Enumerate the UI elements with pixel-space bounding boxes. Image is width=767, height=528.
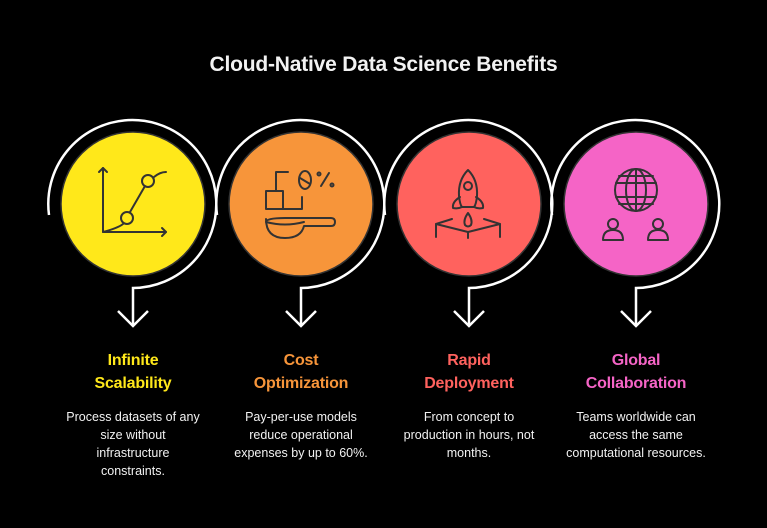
ring-arc-icon xyxy=(383,118,554,326)
step-1-title-line1: Infinite xyxy=(107,352,159,369)
step-4-description: Teams worldwide can access the same comp… xyxy=(566,410,706,460)
step-1-circle xyxy=(60,131,206,277)
diagram-title: Cloud-Native Data Science Benefits xyxy=(209,53,558,76)
ring-arc-icon xyxy=(47,118,218,326)
step-4-title-line1: Global xyxy=(611,352,661,369)
step-4-node xyxy=(550,118,721,328)
step-1-node xyxy=(47,118,218,328)
step-2-title-line2: Optimization xyxy=(253,375,349,392)
step-1-text: Infinite Scalability Process datasets of… xyxy=(53,349,213,480)
arrow-down-icon xyxy=(285,310,317,328)
globe-people-icon xyxy=(602,168,669,241)
step-2-text: Cost Optimization Pay-per-use models red… xyxy=(221,349,381,462)
step-3-title-line2: Deployment xyxy=(424,375,514,392)
step-3-description: From concept to production in hours, not… xyxy=(403,410,535,460)
step-1-title: Infinite Scalability xyxy=(53,349,213,395)
step-4-title: Global Collaboration xyxy=(556,349,716,395)
step-3-node xyxy=(383,118,554,328)
step-3-circle xyxy=(396,131,542,277)
step-2-description: Pay-per-use models reduce operational ex… xyxy=(234,410,368,460)
scalability-chart-icon xyxy=(98,167,167,237)
step-4-title-line2: Collaboration xyxy=(585,375,687,392)
arrow-down-icon xyxy=(117,310,149,328)
step-1-title-line2: Scalability xyxy=(94,375,172,392)
step-2-node xyxy=(215,118,386,328)
step-3-title-line1: Rapid xyxy=(447,352,491,369)
step-2-title-line1: Cost xyxy=(283,352,319,369)
step-2-title: Cost Optimization xyxy=(221,349,381,395)
cost-scoop-percent-icon xyxy=(265,170,336,239)
arrow-down-icon xyxy=(453,310,485,328)
step-3-title: Rapid Deployment xyxy=(389,349,549,395)
step-4-text: Global Collaboration Teams worldwide can… xyxy=(556,349,716,462)
ring-arc-icon xyxy=(215,118,386,326)
step-3-text: Rapid Deployment From concept to product… xyxy=(389,349,549,462)
step-1-description: Process datasets of any size without inf… xyxy=(66,410,200,478)
arrow-down-icon xyxy=(620,310,652,328)
rocket-launch-icon xyxy=(435,169,501,239)
ring-arc-icon xyxy=(550,118,721,326)
